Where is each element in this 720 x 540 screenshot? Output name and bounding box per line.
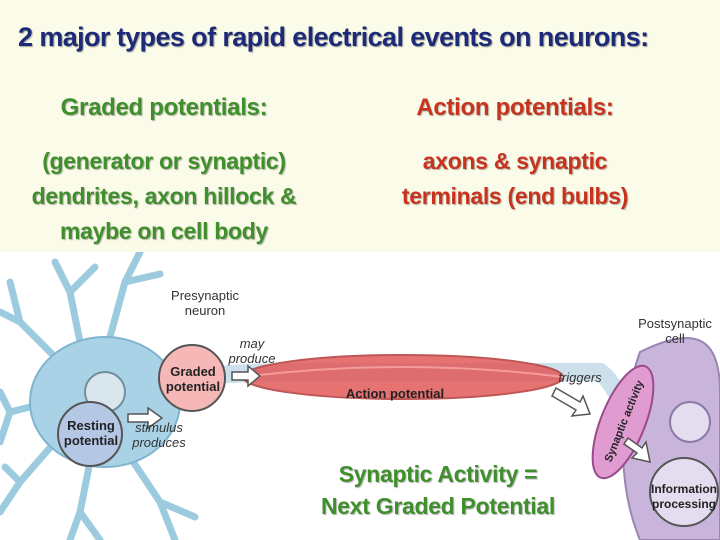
arrows: [127, 364, 651, 463]
caption-line: Next Graded Potential: [321, 493, 555, 519]
synaptic-activity-caption: Synaptic Activity = Next Graded Potentia…: [288, 458, 588, 522]
action-potentials-heading: Action potentials:: [416, 94, 614, 121]
graded-potentials-description: (generator or synaptic) dendrites, axon …: [14, 144, 314, 249]
action-line: terminals (end bulbs): [401, 183, 629, 209]
may-produce-arrow: [231, 364, 262, 388]
triggers-label: triggers: [558, 370, 602, 385]
graded-line: dendrites, axon hillock &: [31, 183, 297, 209]
postsynaptic-cell-label: Postsynaptic cell: [638, 316, 712, 346]
action-potential-label: Action potential: [345, 386, 445, 401]
synaptic-activity-ellipse: [591, 364, 655, 480]
information-processing-label: Information processing: [651, 482, 717, 511]
dendrites: [0, 252, 199, 540]
to-processing-arrow: [622, 436, 651, 463]
resting-potential-circle: [57, 401, 123, 467]
presynaptic-neuron-label: Presynaptic neuron: [171, 288, 239, 318]
slide-title: 2 major types of rapid electrical events…: [18, 22, 649, 52]
stimulus-arrow: [127, 406, 164, 430]
action-line: axons & synaptic: [422, 148, 608, 174]
graded-potential-circle: [158, 344, 226, 412]
action-potential-highlight: [242, 366, 564, 378]
graded-line: (generator or synaptic): [42, 148, 286, 174]
may-produce-label: may produce: [228, 336, 276, 366]
graded-potentials-column: Graded potentials: (generator or synapti…: [14, 94, 314, 249]
information-processing-circle: [649, 457, 719, 527]
neuron-diagram-svg: [0, 252, 720, 540]
action-potentials-description: axons & synaptic terminals (end bulbs): [375, 144, 655, 214]
graded-potential-label: Graded potential: [165, 364, 221, 394]
stimulus-produces-label: stimulus produces: [132, 420, 186, 450]
graded-potentials-heading: Graded potentials:: [60, 94, 268, 121]
graded-line: maybe on cell body: [59, 218, 269, 244]
action-potentials-column: Action potentials: axons & synaptic term…: [375, 94, 655, 214]
postsynaptic-nucleus: [669, 401, 711, 443]
neuron-figure: Presynaptic neuron may produce Graded po…: [0, 252, 720, 540]
triggers-arrow: [551, 386, 592, 417]
caption-line: Synaptic Activity =: [338, 461, 538, 487]
resting-potential-label: Resting potential: [63, 418, 119, 448]
